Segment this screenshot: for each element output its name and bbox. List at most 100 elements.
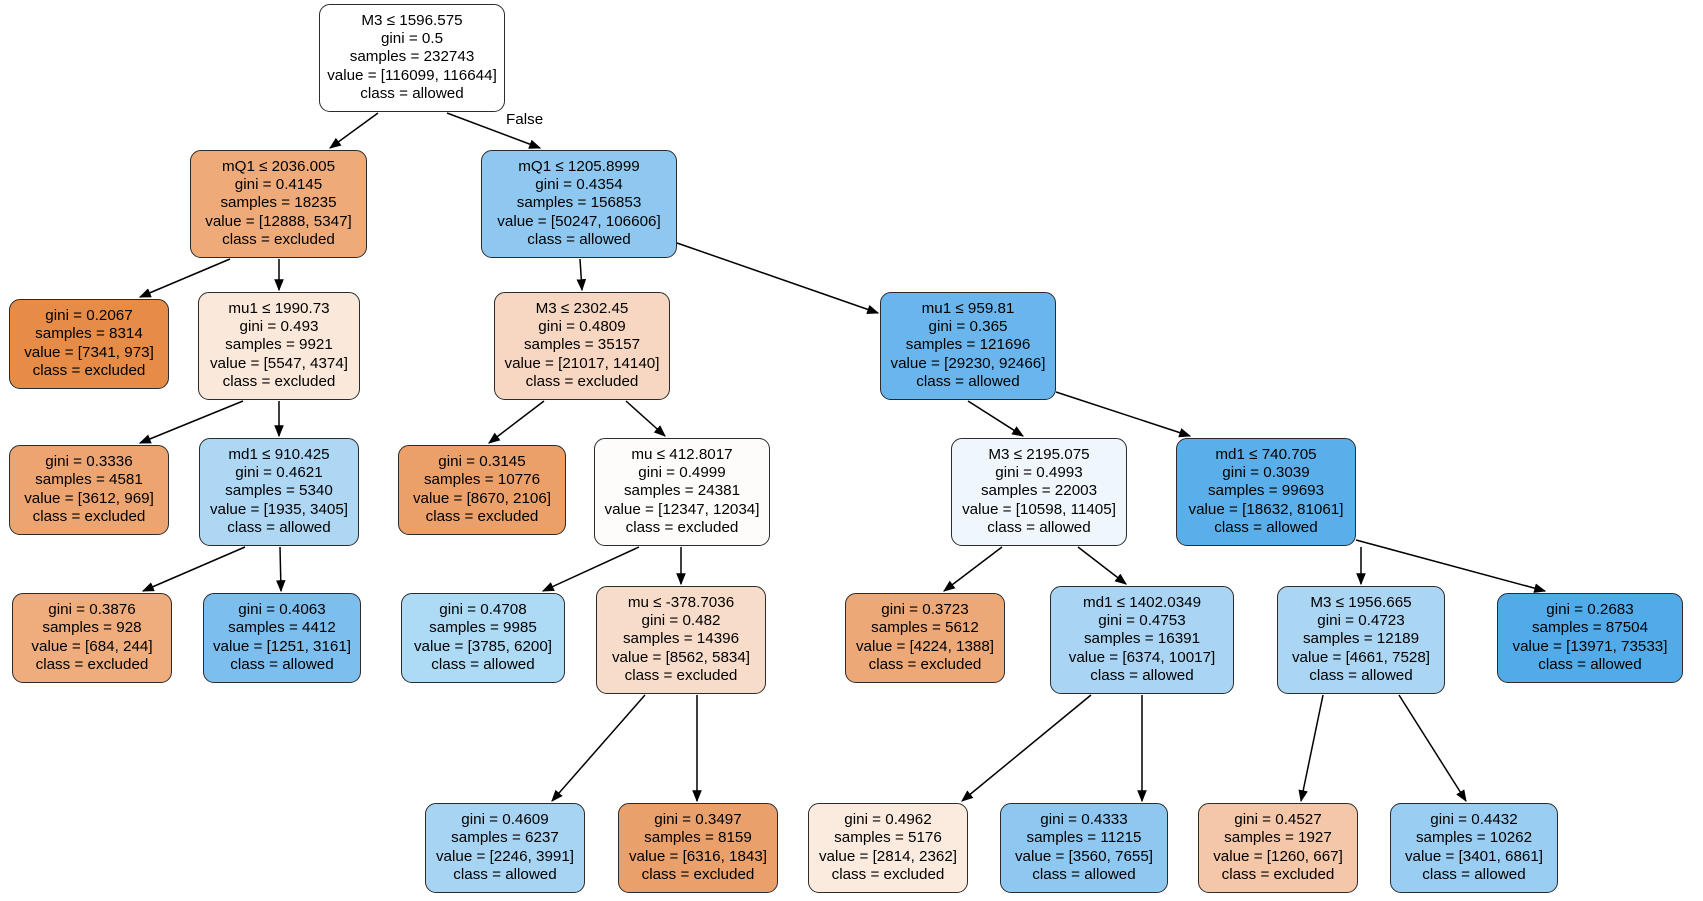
node-class: class = allowed bbox=[1032, 865, 1136, 883]
node-gini: gini = 0.3497 bbox=[654, 810, 742, 828]
node-class: class = excluded bbox=[222, 230, 335, 248]
node-gini: gini = 0.3145 bbox=[438, 452, 526, 470]
node-samples: samples = 24381 bbox=[623, 482, 741, 500]
node-samples: samples = 232743 bbox=[349, 48, 475, 66]
node-class: class = allowed bbox=[453, 865, 557, 883]
node-class: class = excluded bbox=[32, 361, 146, 379]
node-class: class = allowed bbox=[1422, 865, 1526, 883]
node-samples: samples = 14396 bbox=[622, 630, 740, 648]
node-gini: gini = 0.4432 bbox=[1430, 810, 1518, 828]
node-condition: md1 ≤ 910.425 bbox=[228, 445, 330, 463]
node-class: class = excluded bbox=[868, 655, 982, 673]
node-samples: samples = 121696 bbox=[905, 336, 1031, 354]
node-value: value = [29230, 92466] bbox=[890, 354, 1046, 372]
tree-edge bbox=[1398, 694, 1467, 803]
node-condition: M3 ≤ 1596.575 bbox=[361, 11, 463, 29]
node-value: value = [5547, 4374] bbox=[209, 354, 349, 372]
tree-edge bbox=[1077, 546, 1127, 585]
edge-label-false: False bbox=[506, 111, 544, 128]
node-value: value = [1935, 3405] bbox=[209, 500, 349, 518]
node-gini: gini = 0.3723 bbox=[881, 600, 969, 618]
node-value: value = [2814, 2362] bbox=[818, 847, 958, 865]
node-value: value = [4661, 7528] bbox=[1291, 648, 1431, 666]
tree-edge bbox=[329, 112, 379, 149]
node-gini: gini = 0.4999 bbox=[638, 464, 726, 482]
node-value: value = [50247, 106606] bbox=[497, 212, 661, 230]
node-samples: samples = 99693 bbox=[1207, 482, 1325, 500]
node-samples: samples = 10776 bbox=[423, 471, 541, 489]
node-class: class = excluded bbox=[641, 865, 755, 883]
node-gini: gini = 0.4063 bbox=[238, 600, 326, 618]
node-value: value = [6316, 1843] bbox=[628, 847, 768, 865]
node-samples: samples = 10262 bbox=[1415, 829, 1533, 847]
tree-edge bbox=[961, 694, 1092, 802]
node-samples: samples = 11215 bbox=[1026, 829, 1142, 847]
node-class: class = excluded bbox=[624, 666, 738, 684]
node-samples: samples = 16391 bbox=[1083, 630, 1201, 648]
node-samples: samples = 9985 bbox=[429, 619, 537, 637]
node-class: class = excluded bbox=[222, 372, 336, 390]
node-samples: samples = 4581 bbox=[35, 471, 143, 489]
node-gini: gini = 0.365 bbox=[928, 318, 1008, 336]
tree-edge bbox=[141, 546, 246, 592]
node-samples: samples = 8159 bbox=[644, 829, 752, 847]
tree-edge bbox=[488, 400, 545, 444]
node-condition: md1 ≤ 740.705 bbox=[1215, 445, 1317, 463]
node-samples: samples = 87504 bbox=[1531, 619, 1649, 637]
node-class: class = allowed bbox=[1090, 666, 1194, 684]
node-condition: mQ1 ≤ 1205.8999 bbox=[518, 157, 640, 175]
node-samples: samples = 35157 bbox=[523, 336, 641, 354]
node-condition: M3 ≤ 2302.45 bbox=[535, 299, 629, 317]
tree-edge bbox=[943, 546, 1003, 592]
node-value: value = [8562, 5834] bbox=[611, 648, 751, 666]
node-gini: gini = 0.4993 bbox=[995, 464, 1083, 482]
tree-edge bbox=[576, 258, 587, 292]
node-gini: gini = 0.4333 bbox=[1040, 810, 1128, 828]
node-class: class = excluded bbox=[1221, 865, 1335, 883]
node-value: value = [116099, 116644] bbox=[327, 66, 497, 84]
node-value: value = [3785, 6200] bbox=[413, 637, 553, 655]
node-samples: samples = 5340 bbox=[225, 482, 333, 500]
node-value: value = [4224, 1388] bbox=[855, 637, 995, 655]
tree-edge bbox=[275, 546, 286, 593]
tree-edge bbox=[1298, 694, 1324, 803]
node-gini: gini = 0.4753 bbox=[1098, 612, 1186, 630]
node-samples: samples = 156853 bbox=[516, 194, 642, 212]
node-samples: samples = 12189 bbox=[1302, 630, 1420, 648]
node-gini: gini = 0.3039 bbox=[1222, 464, 1310, 482]
node-class: class = excluded bbox=[525, 372, 639, 390]
node-samples: samples = 928 bbox=[42, 619, 142, 637]
node-class: class = excluded bbox=[625, 518, 739, 536]
tree-edge bbox=[138, 400, 244, 444]
node-value: value = [12347, 12034] bbox=[604, 500, 760, 518]
tree-edge bbox=[551, 694, 646, 802]
tree-edge bbox=[1355, 539, 1547, 593]
